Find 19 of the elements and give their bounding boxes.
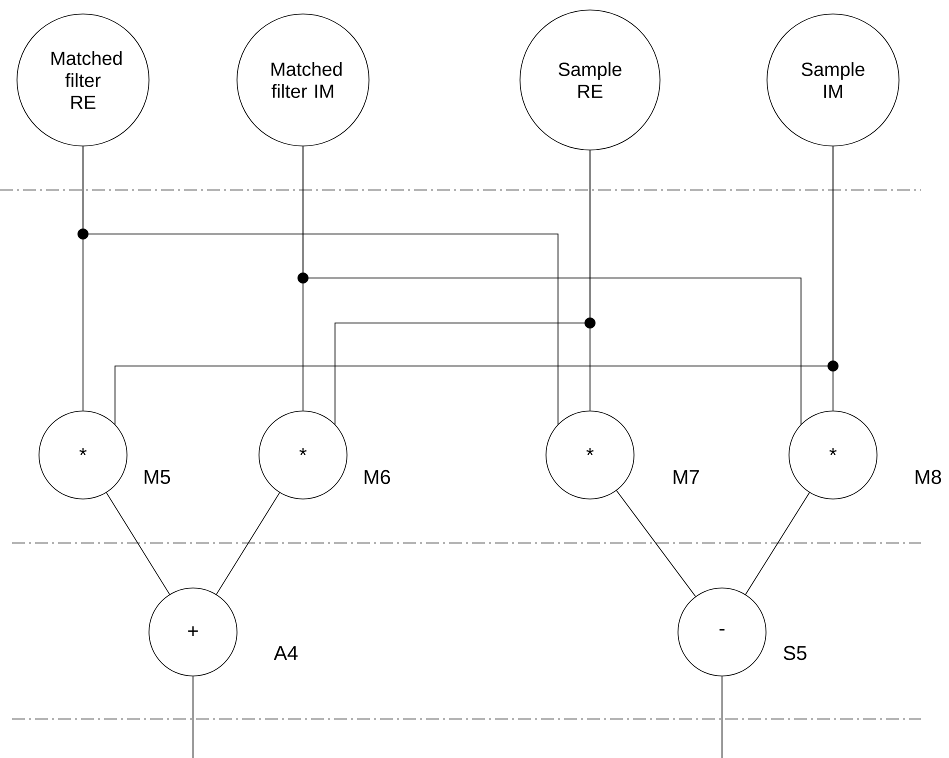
node-label: A4 (274, 646, 298, 660)
junction-dot (584, 318, 596, 328)
junction-dot (298, 272, 308, 284)
connector-line (334, 150, 590, 426)
junction-dot (78, 228, 88, 240)
node-label: M7 (674, 470, 699, 484)
connector-line (745, 492, 810, 595)
connector-line (616, 490, 696, 597)
node-label: S5 (784, 646, 806, 660)
node-label: M8 (916, 470, 942, 484)
connector-line (302, 146, 802, 426)
connector-line (114, 146, 834, 426)
connector-line (216, 492, 280, 595)
junction-dot (828, 360, 839, 372)
connector-line (106, 492, 170, 595)
connector-line (192, 676, 194, 758)
node-label: M5 (144, 470, 170, 484)
connector-line (82, 146, 558, 426)
node-label: M6 (364, 470, 390, 484)
